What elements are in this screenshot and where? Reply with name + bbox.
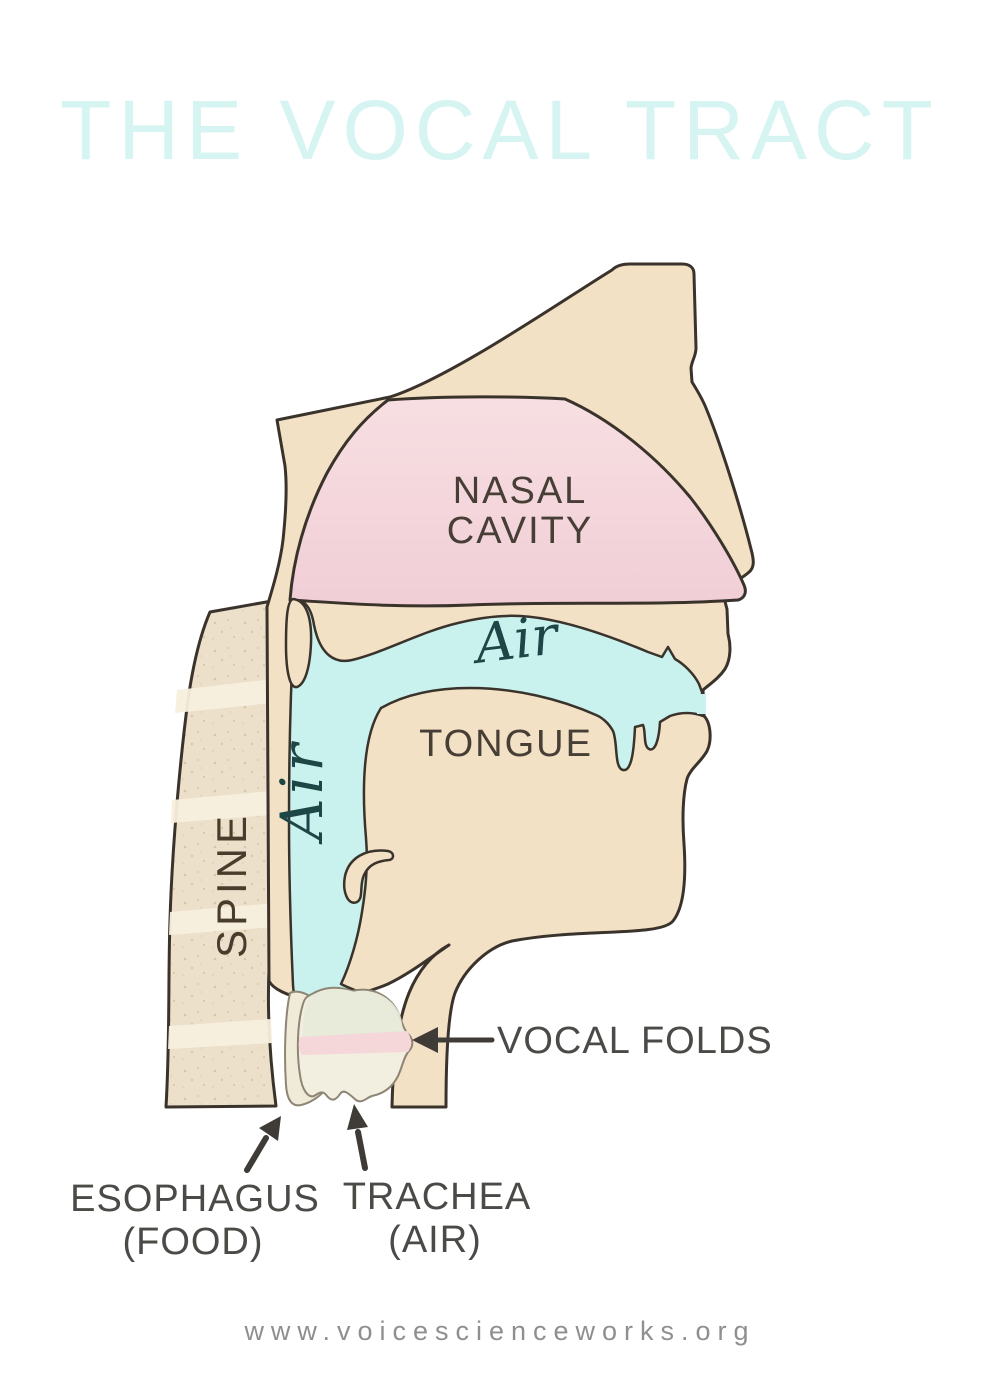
larynx [296, 986, 414, 1103]
air-label-pharynx: Air [268, 740, 336, 845]
trachea-label-line2: (AIR) [388, 1219, 482, 1261]
vertebra-band [168, 1019, 272, 1049]
vertebra-band [171, 790, 282, 823]
trachea-arrow-shaft [355, 1129, 368, 1171]
mouth-opening [697, 694, 706, 714]
epiglottis-hook [343, 849, 395, 904]
esophagus-label-line2: (FOOD) [122, 1221, 263, 1263]
esophagus-pointer [244, 1116, 281, 1173]
poster-title: THE VOCAL TRACT [60, 83, 940, 177]
nasal-cavity-region [288, 395, 747, 608]
velum-flap [284, 597, 313, 689]
larynx-upper-cartilage [302, 989, 404, 1038]
air-label-oral: Air [467, 603, 564, 677]
spine-column [164, 599, 286, 1109]
vocal-folds-pointer [412, 1027, 495, 1053]
esophagus-label-line1: ESOPHAGUS [70, 1178, 320, 1220]
tongue-label: TONGUE [419, 723, 593, 765]
trachea-pointer [347, 1104, 368, 1171]
vertebra-band [175, 678, 283, 713]
vocal-folds-arrowhead [412, 1027, 438, 1053]
esophagus-arrow-shaft [244, 1135, 269, 1173]
nasal-cavity-label-line1: NASAL [453, 470, 588, 512]
vocal-folds-band [298, 1031, 411, 1055]
website-footer: www.voicescienceworks.org [244, 1316, 756, 1346]
vocal-folds-label: VOCAL FOLDS [497, 1020, 773, 1062]
trachea-arrowhead [347, 1104, 368, 1130]
trachea-label-line1: TRACHEA [343, 1176, 532, 1218]
esophagus-arrowhead [259, 1116, 281, 1141]
spine-label: SPINE [208, 812, 255, 958]
nasal-cavity-label-line2: CAVITY [447, 510, 593, 552]
vertebra-band [169, 903, 276, 935]
